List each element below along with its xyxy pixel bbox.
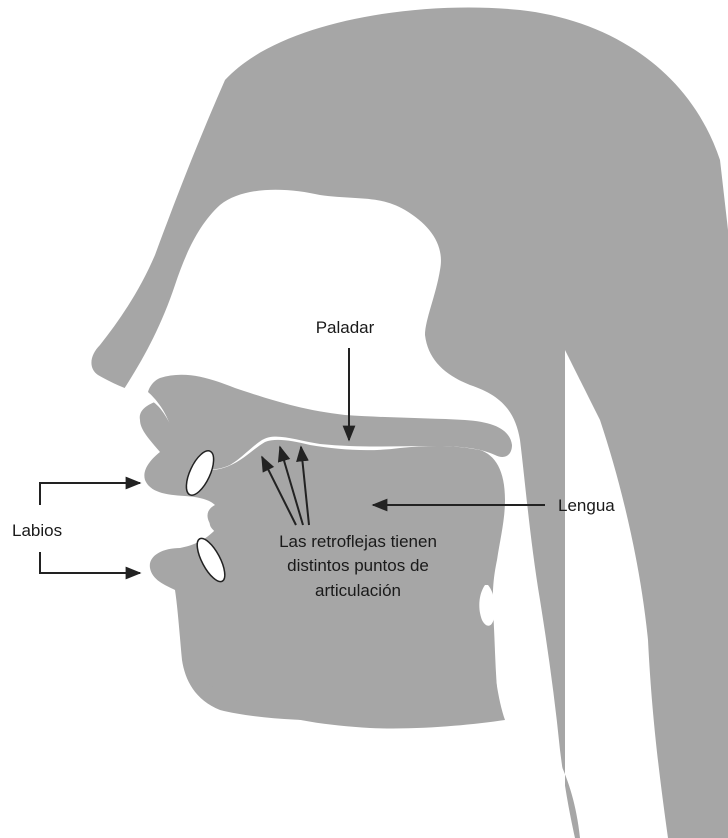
lengua-label: Lengua [558,496,615,515]
labios-label: Labios [12,521,62,540]
labios-lower-arrow [40,552,140,573]
labios-upper-arrow [40,483,140,505]
paladar-label: Paladar [316,318,375,337]
retroflex-caption-line-2: distintos puntos de [287,556,429,575]
retroflex-caption-line-3: articulación [315,581,401,600]
retroflex-caption-line-1: Las retroflejas tienen [279,532,437,551]
